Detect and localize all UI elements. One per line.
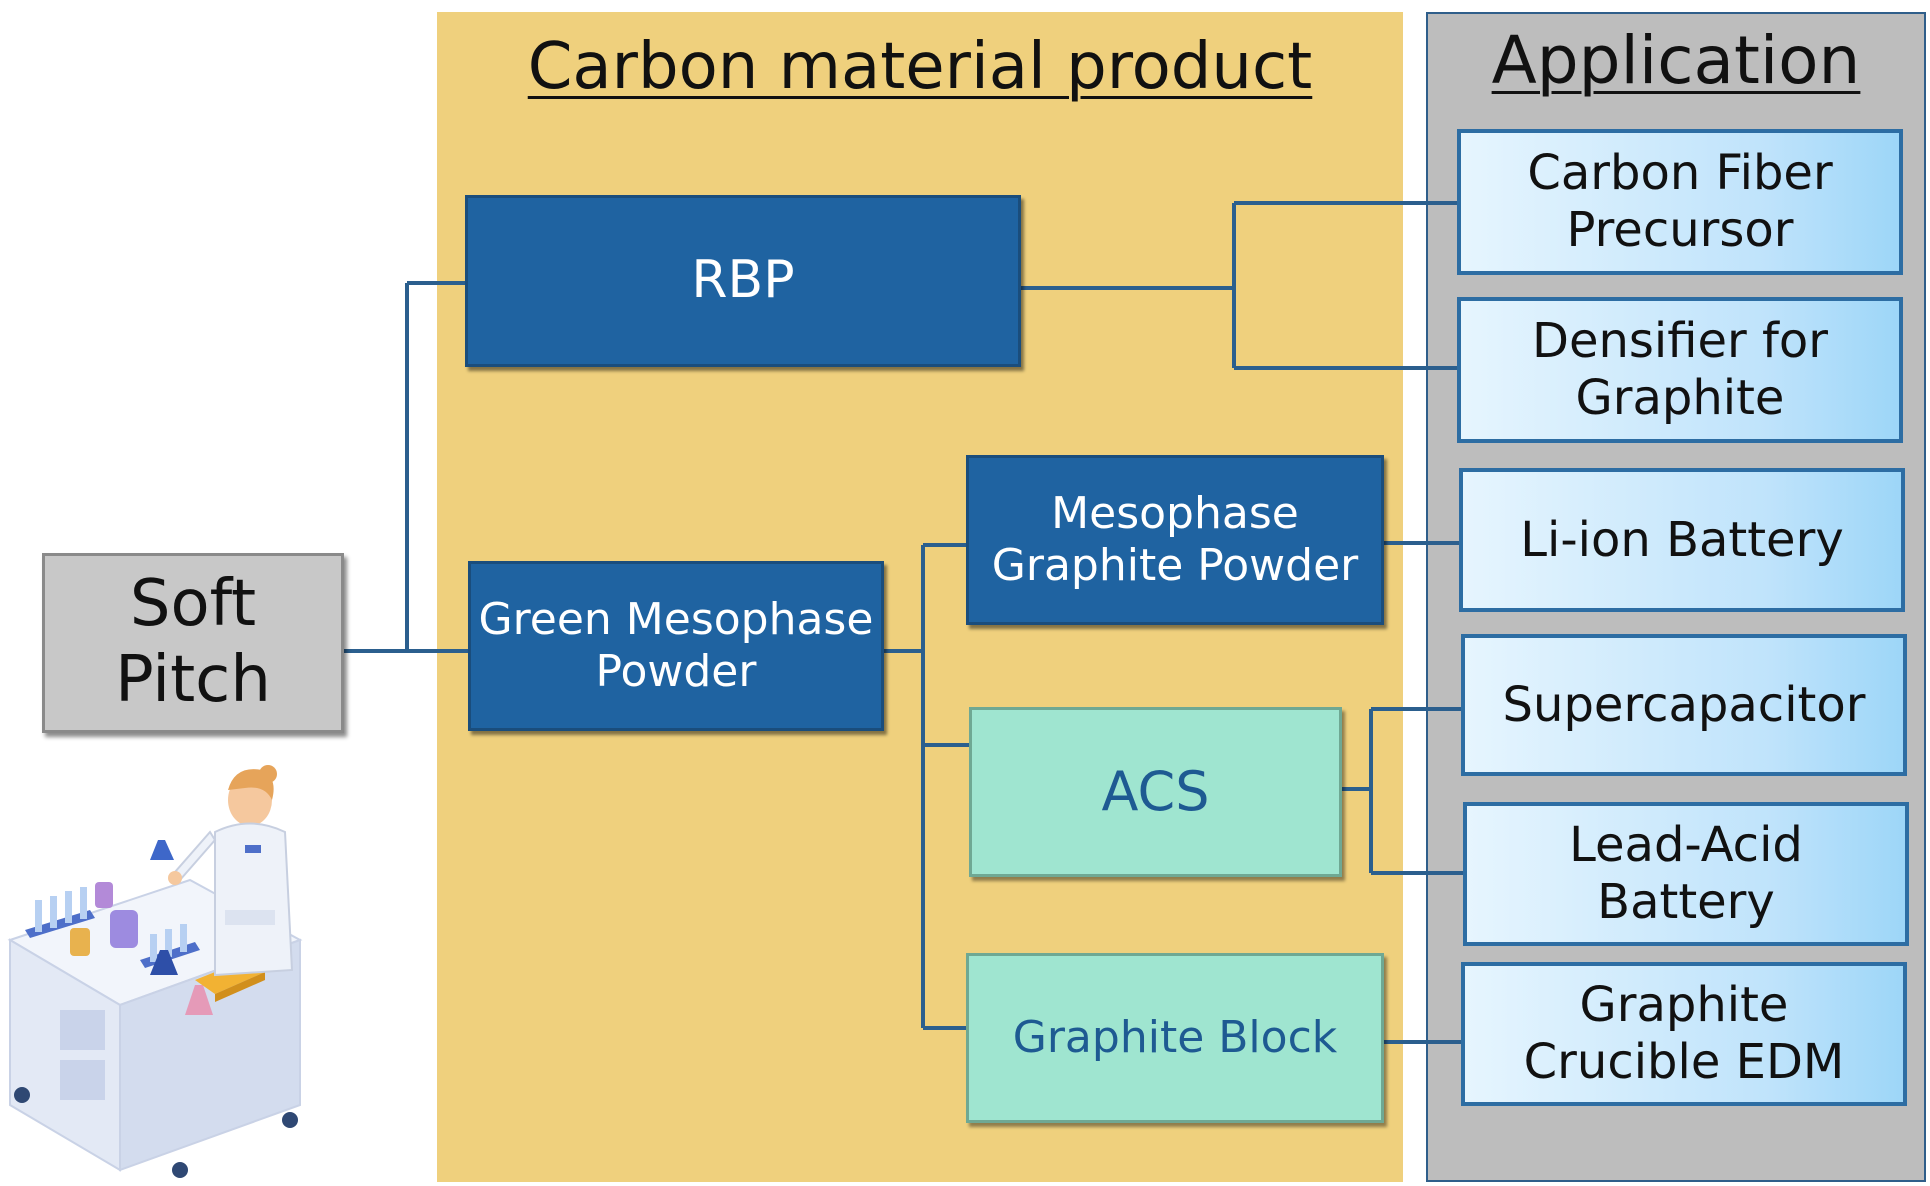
application-panel-title: Application <box>1491 22 1861 99</box>
mesophase-graphite-powder-box: Mesophase Graphite Powder <box>966 455 1384 625</box>
graphite-block-box: Graphite Block <box>966 953 1384 1123</box>
lead-acid-battery-box: Lead-Acid Battery <box>1463 802 1909 946</box>
green-mesophase-powder-box: Green Mesophase Powder <box>468 561 884 731</box>
acs-box: ACS <box>969 707 1342 877</box>
product-panel-title: Carbon material product <box>527 30 1313 104</box>
rbp-box: RBP <box>465 195 1021 367</box>
lab-scientist-illustration-icon <box>7 765 303 1178</box>
densifier-for-graphite-box: Densifier for Graphite <box>1457 297 1903 443</box>
soft-pitch-box: Soft Pitch <box>42 553 344 733</box>
graphite-crucible-edm-box: Graphite Crucible EDM <box>1461 962 1907 1106</box>
supercapacitor-box: Supercapacitor <box>1461 634 1907 776</box>
carbon-fiber-precursor-box: Carbon Fiber Precursor <box>1457 129 1903 275</box>
li-ion-battery-box: Li-ion Battery <box>1459 468 1905 612</box>
